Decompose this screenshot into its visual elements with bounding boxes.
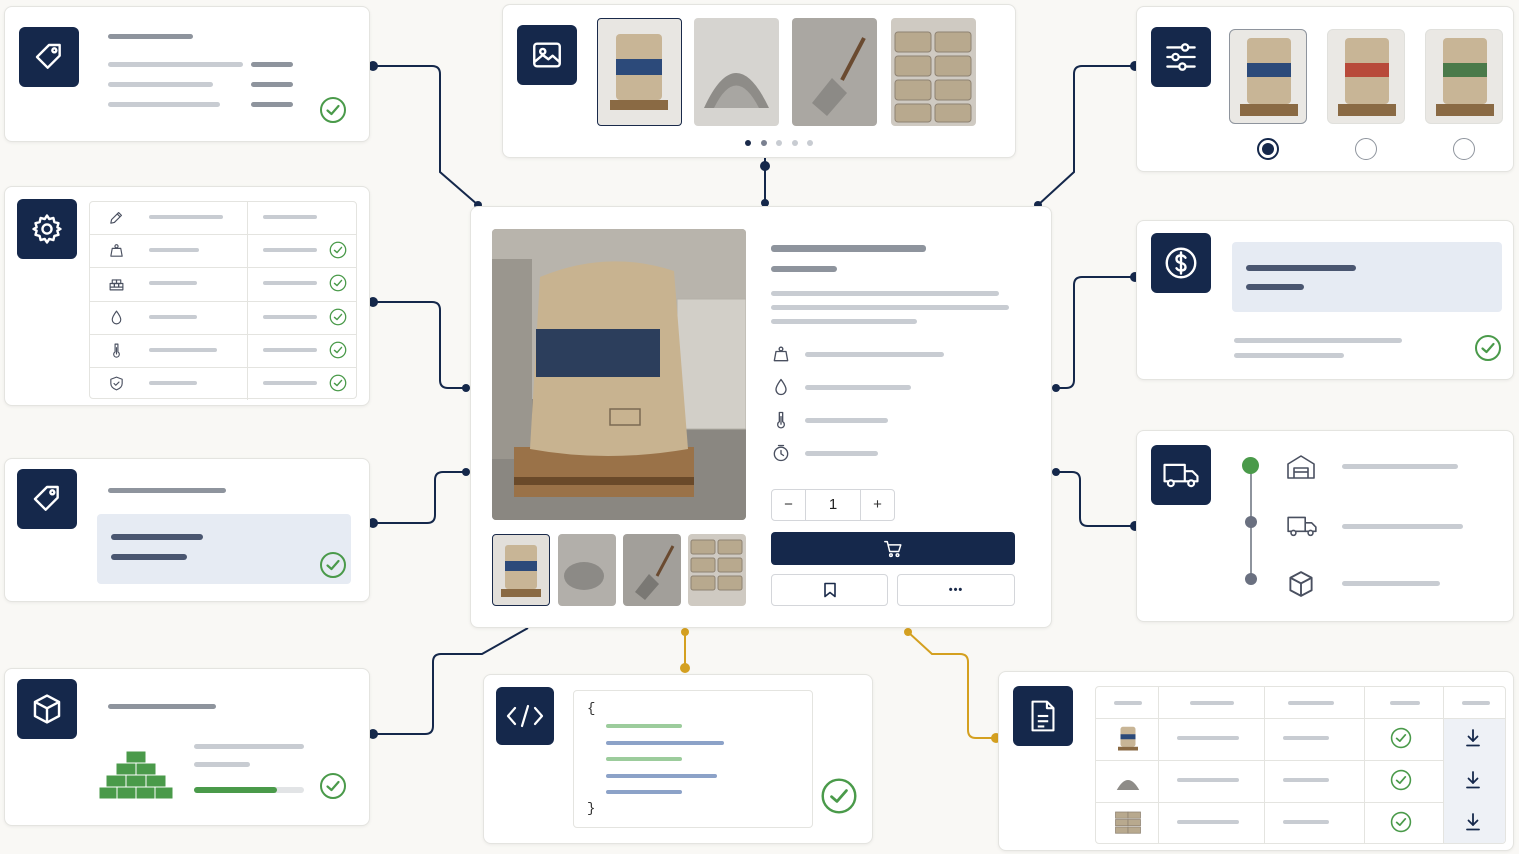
box-icon — [17, 679, 77, 739]
product-thumbnail-icon — [1118, 726, 1138, 751]
gallery-card — [502, 4, 1016, 158]
code-card: { } — [483, 674, 873, 844]
gallery-thumbnail[interactable] — [792, 18, 877, 126]
carousel-dot[interactable] — [791, 140, 798, 146]
product-main-image — [492, 229, 746, 520]
price-card — [1136, 220, 1514, 380]
code-block: { } — [573, 690, 813, 828]
code-close-brace: } — [587, 801, 596, 817]
variant-radio[interactable] — [1355, 138, 1377, 160]
product-thumbnail-icon — [1116, 780, 1140, 790]
water-drop-icon — [775, 378, 787, 396]
code-icon — [496, 687, 554, 745]
quantity-increment-button[interactable]: + — [860, 490, 894, 520]
blocks-icon — [109, 279, 124, 291]
pricing-card — [4, 6, 370, 142]
check-icon — [329, 341, 347, 359]
check-icon — [320, 552, 346, 578]
connector-price — [1056, 276, 1135, 389]
download-icon[interactable] — [1463, 728, 1483, 748]
thermometer-icon — [113, 343, 120, 358]
variants-card — [1136, 6, 1514, 172]
stock-level-bar — [194, 787, 304, 793]
check-icon — [1390, 811, 1412, 833]
connector-shipping — [1056, 471, 1135, 527]
product-thumbnail[interactable] — [688, 534, 746, 606]
check-icon — [320, 773, 346, 799]
check-icon — [1390, 727, 1412, 749]
code-open-brace: { — [587, 701, 596, 717]
stacked-bags-icon — [99, 751, 173, 799]
more-options-button[interactable]: ••• — [897, 574, 1015, 606]
quantity-value[interactable]: 1 — [828, 496, 838, 513]
weight-icon — [110, 244, 123, 257]
cart-icon — [884, 540, 902, 557]
download-icon[interactable] — [1463, 812, 1483, 832]
promo-highlight — [97, 514, 351, 584]
pencil-icon — [110, 211, 123, 224]
check-icon — [821, 778, 857, 814]
carousel-dot[interactable] — [745, 140, 751, 146]
connector-pricing — [373, 65, 479, 206]
check-icon — [329, 275, 347, 292]
document-icon — [1013, 686, 1073, 746]
connector-promo — [373, 471, 466, 524]
connector-stock — [373, 627, 529, 735]
tag-icon — [17, 469, 77, 529]
product-thumbnail[interactable] — [558, 534, 616, 606]
carousel-dot[interactable] — [760, 140, 767, 146]
timer-icon — [773, 444, 789, 462]
product-thumbnail-icon — [1115, 811, 1141, 834]
truck-icon — [1151, 445, 1211, 505]
check-icon — [329, 308, 347, 325]
download-icon[interactable] — [1463, 770, 1483, 790]
product-card: − 1 + ••• — [470, 206, 1052, 628]
weight-icon — [773, 346, 789, 362]
quantity-decrement-button[interactable]: − — [772, 490, 806, 520]
check-icon — [1475, 335, 1501, 361]
check-icon — [329, 241, 347, 259]
datasheet-card — [998, 671, 1514, 851]
product-thumbnail[interactable] — [623, 534, 681, 606]
thermometer-icon — [777, 411, 785, 429]
stock-card — [4, 668, 370, 826]
quantity-stepper[interactable]: − 1 + — [771, 489, 895, 521]
gallery-thumbnail[interactable] — [597, 18, 682, 126]
tag-icon — [19, 27, 79, 87]
dollar-icon — [1151, 233, 1211, 293]
carousel-dot[interactable] — [776, 140, 782, 146]
specs-card — [4, 186, 370, 406]
gear-icon — [17, 199, 77, 259]
connector-datasheet — [907, 631, 996, 739]
gallery-thumbnail[interactable] — [891, 18, 976, 126]
add-to-cart-button[interactable] — [771, 532, 1015, 565]
bookmark-button[interactable] — [771, 574, 888, 606]
bookmark-icon — [823, 582, 836, 598]
connector-specs — [373, 301, 466, 389]
gallery-thumbnail[interactable] — [694, 18, 779, 126]
box-icon — [1289, 571, 1313, 597]
promo-card — [4, 458, 370, 602]
warehouse-icon — [1287, 455, 1315, 479]
variant-option[interactable] — [1425, 29, 1503, 124]
carousel-dot[interactable] — [807, 140, 813, 146]
check-icon — [320, 97, 346, 123]
variant-option[interactable] — [1327, 29, 1405, 124]
variant-option[interactable] — [1229, 29, 1307, 124]
variant-radio[interactable] — [1453, 138, 1475, 160]
water-drop-icon — [111, 310, 122, 325]
truck-icon — [1287, 516, 1317, 537]
shield-icon — [110, 376, 123, 391]
price-highlight — [1232, 242, 1502, 312]
shipping-card — [1136, 430, 1514, 622]
product-thumbnail-selected[interactable] — [492, 534, 550, 606]
check-icon — [329, 374, 347, 392]
variant-radio-selected[interactable] — [1257, 138, 1279, 160]
check-icon — [1390, 769, 1412, 791]
connector-variants — [1037, 65, 1135, 206]
image-icon — [517, 25, 577, 85]
sliders-icon — [1151, 27, 1211, 87]
